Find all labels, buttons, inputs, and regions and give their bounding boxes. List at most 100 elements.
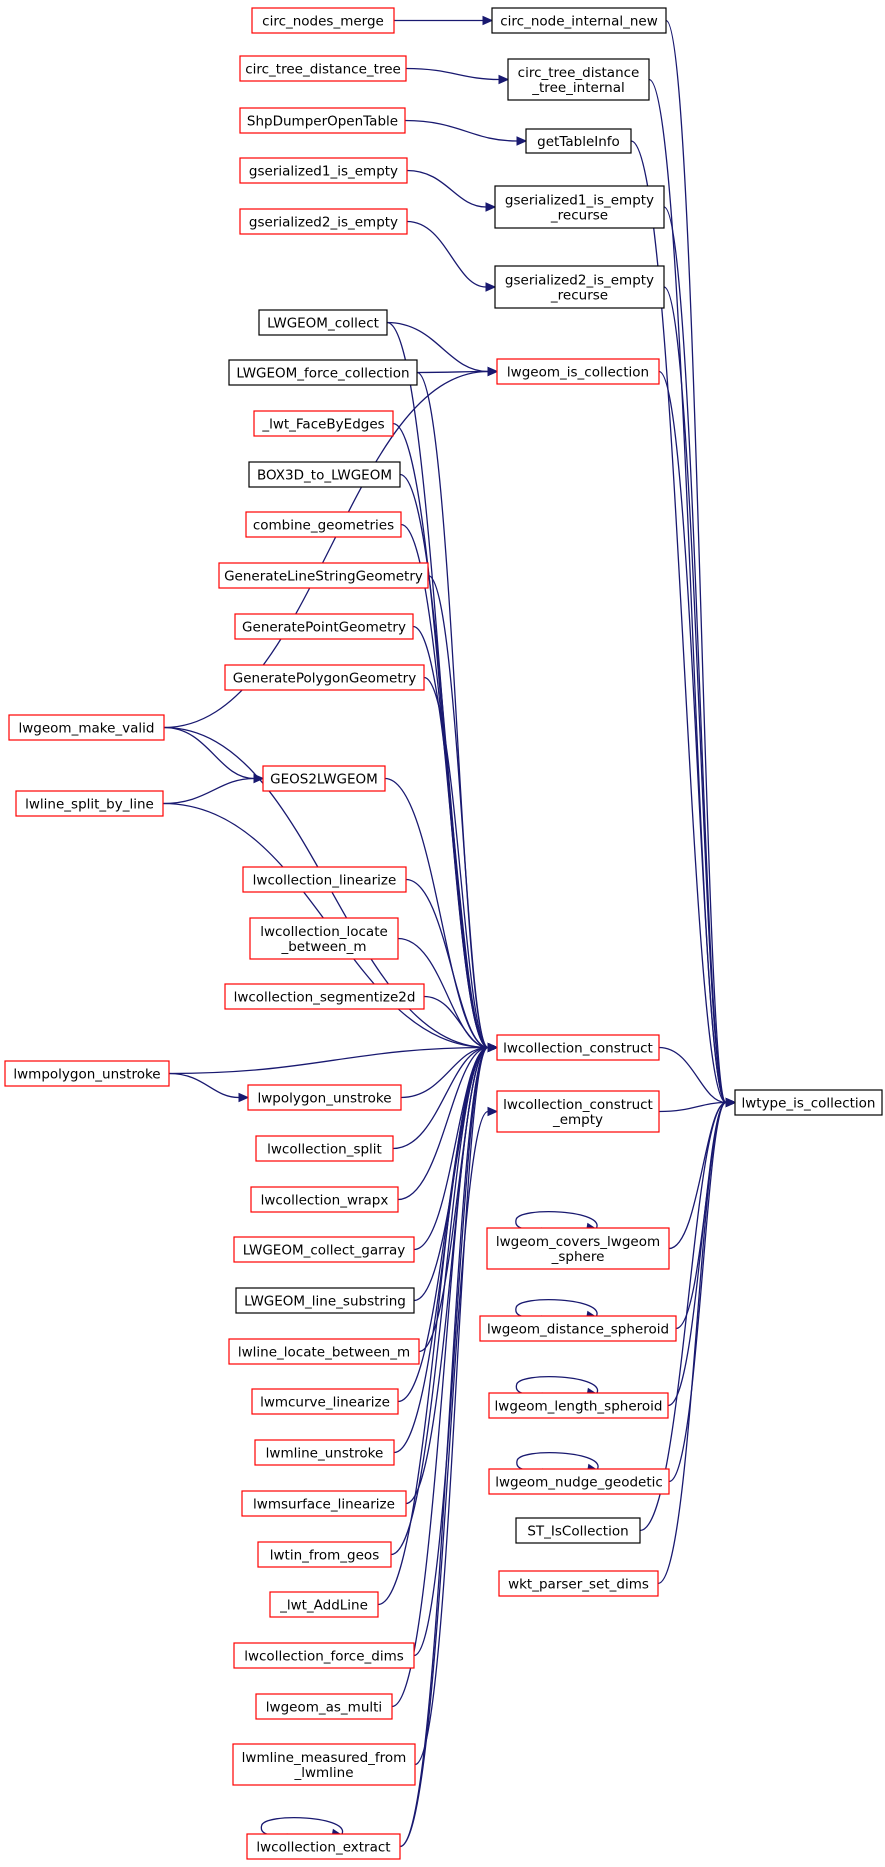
node-generatepointgeometry[interactable]: GeneratePointGeometry: [234, 613, 414, 640]
node-box: [494, 265, 665, 309]
node-label: lwgeom_as_multi: [266, 1700, 382, 1716]
node-lwgeom-is-collection[interactable]: lwgeom_is_collection: [496, 358, 660, 385]
node-lwline-locate-between-m[interactable]: lwline_locate_between_m: [228, 1338, 420, 1365]
arrowhead: [487, 1042, 499, 1053]
node-label: lwgeom_distance_spheroid: [487, 1322, 669, 1338]
edge-lwgeom-covers-lwgeom-sphere-to-lwtype-is-collection: [668, 1097, 737, 1250]
node-lwt-facebyedges[interactable]: _lwt_FaceByEdges: [253, 410, 394, 437]
node-lwmcurve-linearize[interactable]: lwmcurve_linearize: [251, 1388, 399, 1415]
node-lwcollection-extract[interactable]: lwcollection_extract: [246, 1833, 401, 1860]
node-lwgeom-collect-garray[interactable]: LWGEOM_collect_garray: [233, 1236, 415, 1263]
node-gserialized1-is-empty-recurse[interactable]: gserialized1_is_empty_recurse: [494, 185, 665, 229]
node-combine-geometries[interactable]: combine_geometries: [245, 511, 402, 538]
edge-lwcollection-wrapx-to-lwcollection-construct: [397, 1042, 499, 1201]
node-lwmline-measured-from-lwmline[interactable]: lwmline_measured_from_lwmline: [232, 1743, 416, 1786]
node-box: [224, 983, 425, 1010]
node-box3d-to-lwgeom[interactable]: BOX3D_to_LWGEOM: [248, 461, 401, 488]
node-lwt-addline[interactable]: _lwt_AddLine: [269, 1591, 379, 1618]
node-gserialized1-is-empty[interactable]: gserialized1_is_empty: [239, 157, 408, 184]
node-lwcollection-split[interactable]: lwcollection_split: [255, 1135, 394, 1162]
edge-lwgeom-nudge-geodetic-to-lwtype-is-collection: [668, 1097, 737, 1483]
node-lwcollection-construct[interactable]: lwcollection_construct: [496, 1034, 660, 1061]
arrowhead: [238, 1092, 250, 1103]
node-lwmpolygon-unstroke[interactable]: lwmpolygon_unstroke: [4, 1060, 170, 1087]
edge-shpdumperopentable-to-gettableinfo: [404, 119, 528, 146]
node-lwgeom-collect[interactable]: LWGEOM_collect: [258, 309, 388, 336]
node-label: _tree_internal: [531, 80, 624, 96]
node-lwcollection-construct-empty[interactable]: lwcollection_construct_empty: [496, 1090, 660, 1133]
node-box: [496, 358, 660, 385]
node-label: lwtin_from_geos: [270, 1548, 379, 1564]
node-label: lwline_locate_between_m: [238, 1345, 410, 1361]
edge-line: [377, 1046, 489, 1606]
node-lwgeom-covers-lwgeom-sphere[interactable]: lwgeom_covers_lwgeom_sphere: [486, 1227, 670, 1270]
node-label: _empty: [552, 1112, 603, 1128]
node-lwgeom-length-spheroid[interactable]: lwgeom_length_spheroid: [488, 1392, 669, 1419]
node-label: ShpDumperOpenTable: [247, 114, 398, 130]
node-shpdumperopentable[interactable]: ShpDumperOpenTable: [239, 107, 406, 134]
node-gserialized2-is-empty-recurse[interactable]: gserialized2_is_empty_recurse: [494, 265, 665, 309]
node-lwcollection-wrapx[interactable]: lwcollection_wrapx: [250, 1186, 399, 1213]
node-label: lwmpolygon_unstroke: [13, 1067, 160, 1083]
node-circ-nodes-merge[interactable]: circ_nodes_merge: [251, 7, 395, 34]
edge-line: [406, 169, 487, 208]
node-circ-tree-distance-tree[interactable]: circ_tree_distance_tree: [239, 55, 407, 82]
arrowhead: [482, 15, 494, 26]
edge-lwcollection-extract-to-lwcollection-construct: [399, 1042, 499, 1848]
node-lwgeom-as-multi[interactable]: lwgeom_as_multi: [255, 1693, 393, 1720]
edge-line: [658, 370, 727, 1104]
node-lwmline-unstroke[interactable]: lwmline_unstroke: [254, 1439, 395, 1466]
node-label: lwpolygon_unstroke: [257, 1091, 391, 1107]
node-box: [233, 1236, 415, 1263]
node-lwcollection-force-dims[interactable]: lwcollection_force_dims: [233, 1642, 415, 1669]
edge-line: [405, 878, 489, 1049]
node-lwtin-from-geos[interactable]: lwtin_from_geos: [257, 1541, 392, 1568]
node-generatelinestringgeometry[interactable]: GenerateLineStringGeometry: [218, 562, 429, 589]
node-lwpolygon-unstroke[interactable]: lwpolygon_unstroke: [247, 1084, 402, 1111]
node-label: lwcollection_wrapx: [261, 1193, 389, 1209]
node-box: [233, 1642, 415, 1669]
node-label: circ_node_internal_new: [500, 14, 658, 30]
edge-line: [405, 67, 500, 81]
node-box: [258, 309, 388, 336]
node-lwtype-is-collection[interactable]: lwtype_is_collection: [734, 1089, 883, 1116]
node-box: [496, 1034, 660, 1061]
node-label: _recurse: [550, 288, 608, 304]
edge-circ-nodes-merge-to-circ-node-internal-new: [394, 15, 494, 26]
node-geos2lwgeom[interactable]: GEOS2LWGEOM: [262, 765, 386, 792]
node-box: [488, 1392, 669, 1419]
edge-line: [168, 1046, 489, 1075]
node-gserialized2-is-empty[interactable]: gserialized2_is_empty: [239, 208, 408, 235]
node-lwgeom-make-valid[interactable]: lwgeom_make_valid: [8, 714, 165, 741]
edge-lwgeom-as-multi-to-lwcollection-construct: [391, 1042, 499, 1708]
node-wkt-parser-set-dims[interactable]: wkt_parser_set_dims: [498, 1570, 659, 1597]
node-lwcollection-segmentize2d[interactable]: lwcollection_segmentize2d: [224, 983, 425, 1010]
node-circ-node-internal-new[interactable]: circ_node_internal_new: [491, 7, 667, 34]
node-lwline-split-by-line[interactable]: lwline_split_by_line: [15, 790, 164, 817]
node-lwgeom-force-collection[interactable]: LWGEOM_force_collection: [228, 359, 418, 386]
node-lwgeom-nudge-geodetic[interactable]: lwgeom_nudge_geodetic: [488, 1468, 670, 1495]
node-lwgeom-line-substring[interactable]: LWGEOM_line_substring: [235, 1287, 415, 1314]
edge-wkt-parser-set-dims-to-lwtype-is-collection: [657, 1097, 737, 1585]
node-st-iscollection[interactable]: ST_IsCollection: [515, 1517, 641, 1544]
node-label: GEOS2LWGEOM: [270, 772, 378, 788]
node-lwmsurface-linearize[interactable]: lwmsurface_linearize: [241, 1490, 407, 1517]
edge-line: [413, 1046, 489, 1657]
edge-line: [667, 1101, 727, 1407]
node-box: [255, 1135, 394, 1162]
edge-line: [665, 19, 727, 1104]
node-lwcollection-linearize[interactable]: lwcollection_linearize: [242, 866, 407, 893]
node-box: [239, 157, 408, 184]
node-gettableinfo[interactable]: getTableInfo: [525, 128, 632, 154]
edge-line: [386, 321, 489, 373]
edge-line: [400, 1046, 489, 1099]
node-circ-tree-distance-tree-internal[interactable]: circ_tree_distance_tree_internal: [507, 58, 650, 101]
arrowhead: [516, 136, 528, 146]
node-lwgeom-distance-spheroid[interactable]: lwgeom_distance_spheroid: [479, 1315, 677, 1342]
node-label: gserialized1_is_empty: [505, 193, 654, 209]
node-generatepolygongeometry[interactable]: GeneratePolygonGeometry: [224, 664, 425, 691]
node-box: [235, 1287, 415, 1314]
edge-line: [163, 726, 255, 780]
node-label: lwcollection_locate: [260, 924, 388, 940]
node-lwcollection-locate-between-m[interactable]: lwcollection_locate_between_m: [249, 917, 399, 960]
